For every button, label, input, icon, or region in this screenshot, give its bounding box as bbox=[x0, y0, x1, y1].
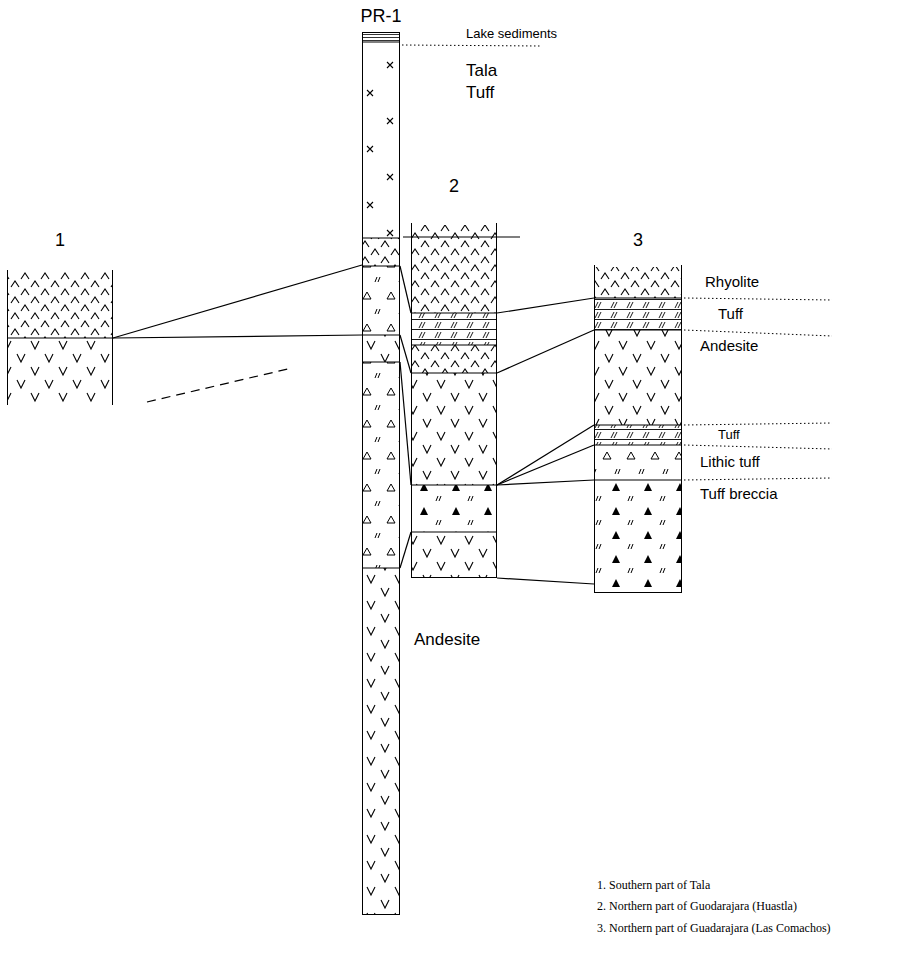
correlation-line bbox=[113, 265, 362, 338]
lithology-label: Tuff bbox=[718, 305, 743, 322]
lithic-tuff-layer bbox=[362, 266, 400, 335]
tala-tuff-layer bbox=[362, 42, 400, 238]
lake-sediment-layer bbox=[362, 32, 400, 42]
andesite-layer bbox=[594, 330, 682, 425]
andesite-layer bbox=[362, 568, 400, 915]
tuff-layer bbox=[411, 313, 497, 345]
layer-boundary bbox=[362, 42, 400, 568]
horizon-line bbox=[403, 236, 520, 237]
andesite-layer bbox=[7, 338, 113, 405]
correlation-line bbox=[497, 445, 594, 485]
lithology-label: Rhyolite bbox=[705, 273, 759, 290]
andesite-layer bbox=[362, 335, 400, 362]
tuff-breccia-layer bbox=[411, 485, 497, 532]
locality-note: 2. Northern part of Guodarajara (Huastla… bbox=[597, 900, 797, 914]
layer-boundary bbox=[7, 337, 113, 338]
andesite-layer bbox=[411, 373, 497, 485]
tuff-layer bbox=[594, 425, 682, 445]
rhyolite-layer bbox=[411, 225, 497, 313]
correlation-line bbox=[400, 335, 411, 373]
correlation-line bbox=[400, 362, 411, 485]
correlation-line bbox=[497, 298, 594, 313]
column-number: 2 bbox=[449, 176, 459, 196]
horizon-line bbox=[497, 578, 594, 584]
column-number: 3 bbox=[633, 230, 643, 250]
dotted-leader bbox=[684, 298, 832, 480]
rhyolite-layer bbox=[594, 267, 682, 298]
tuff-layer bbox=[594, 298, 682, 330]
lithic-tuff-layer bbox=[362, 362, 400, 568]
correlation-line bbox=[497, 330, 594, 373]
rhyolite-layer bbox=[362, 238, 400, 266]
layer-boundary bbox=[594, 298, 682, 480]
strata-column: 1 bbox=[7, 270, 113, 405]
strata-column: 2 bbox=[411, 223, 497, 578]
correlation-line bbox=[400, 532, 411, 568]
dashed-horizon bbox=[147, 368, 292, 402]
lithology-label: Tala Tuff bbox=[466, 60, 511, 104]
correlation-line bbox=[497, 480, 594, 485]
locality-note: 3. Northern part of Guadarajara (Las Com… bbox=[597, 922, 831, 936]
correlation-line bbox=[400, 266, 411, 313]
rhyolite-layer bbox=[411, 345, 497, 373]
lithology-label: Lithic tuff bbox=[700, 453, 760, 470]
tuff-breccia-layer bbox=[594, 480, 682, 593]
lithology-label: Tuff bbox=[718, 428, 740, 443]
correlation-line bbox=[497, 425, 594, 485]
column-number: 1 bbox=[55, 230, 65, 250]
column-number: PR-1 bbox=[360, 6, 401, 26]
rhyolite-layer bbox=[7, 272, 113, 338]
lithic-tuff-layer bbox=[594, 445, 682, 480]
lithology-label: Andesite bbox=[700, 337, 758, 354]
strata-column: PR-1 bbox=[362, 32, 400, 915]
dotted-leader bbox=[402, 45, 540, 46]
locality-note: 1. Southern part of Tala bbox=[597, 879, 710, 893]
lithology-label: Lake sediments bbox=[466, 27, 557, 42]
andesite-layer bbox=[411, 532, 497, 578]
lithology-label: Tuff breccia bbox=[700, 485, 778, 502]
correlation-line bbox=[113, 335, 362, 338]
strata-column: 3 bbox=[594, 265, 682, 593]
layer-boundary bbox=[411, 313, 497, 532]
lithology-label: Andesite bbox=[414, 630, 480, 650]
